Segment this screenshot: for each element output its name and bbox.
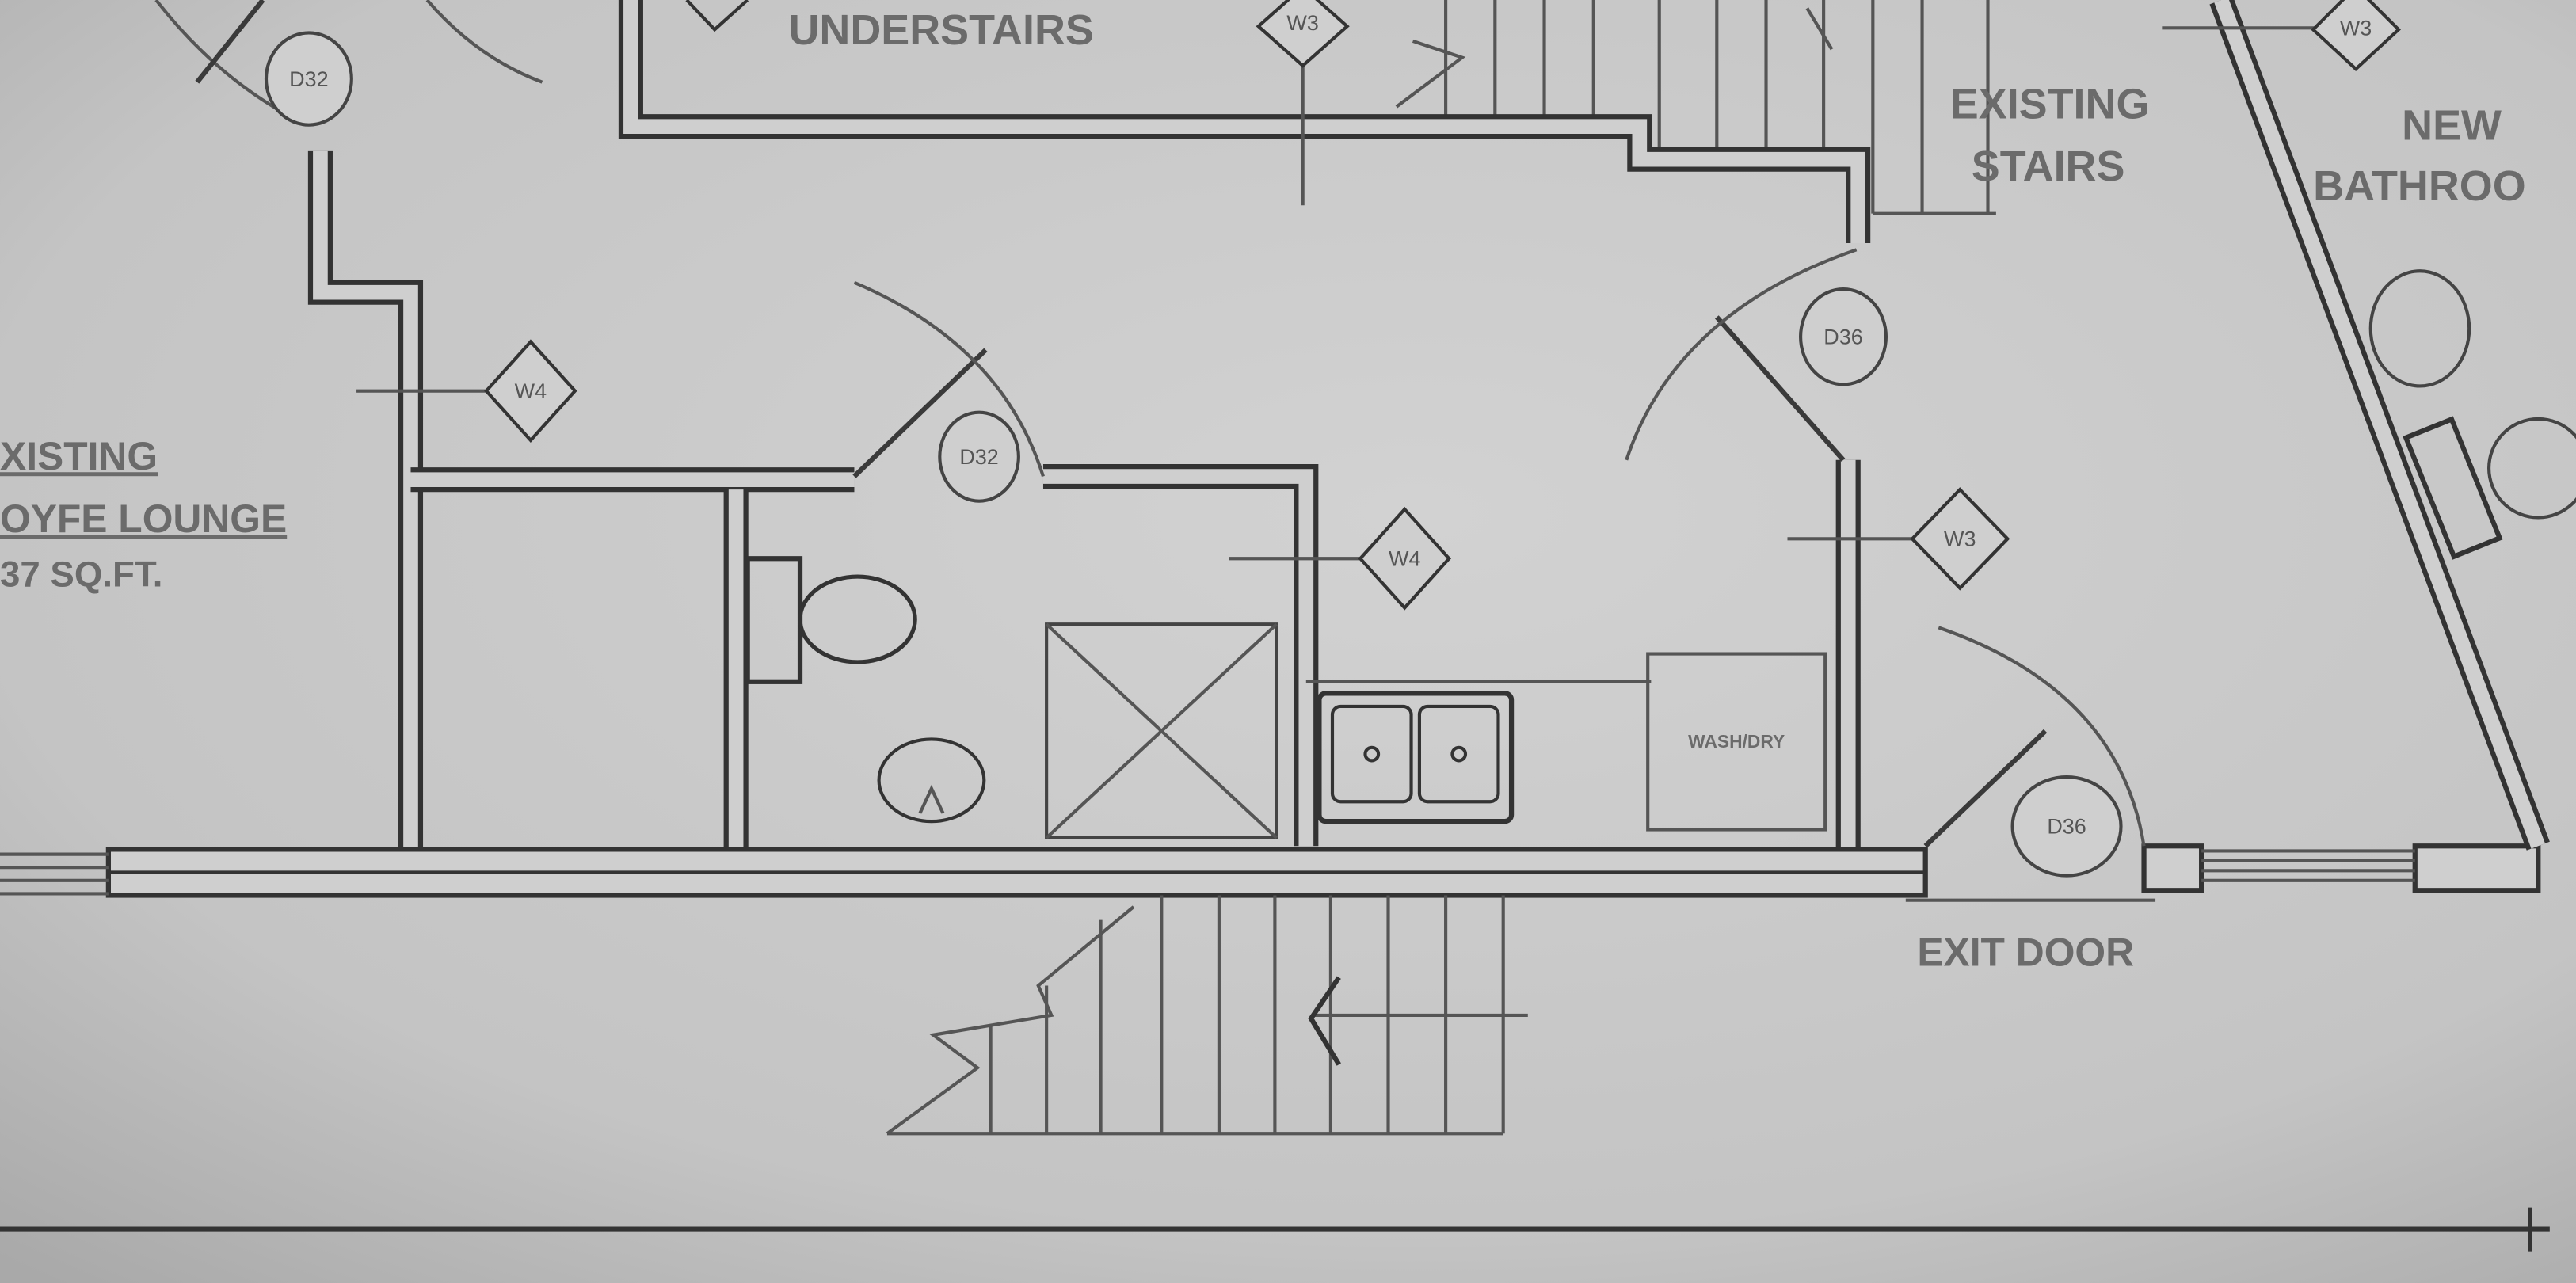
dimension-line xyxy=(0,1207,2550,1252)
bathroom-sink xyxy=(877,737,986,824)
svg-text:D36: D36 xyxy=(1823,325,1862,348)
existing-stairs-label-line1: EXISTING xyxy=(1950,80,2150,128)
lounge-label-line2: OYFE LOUNGE xyxy=(0,497,287,541)
upper-stairs xyxy=(1395,0,1996,215)
window-tag-w4-left: W4 xyxy=(356,339,577,444)
toilet xyxy=(745,556,917,684)
window-tag-w3-topright: W3 xyxy=(2162,0,2402,71)
svg-text:D32: D32 xyxy=(289,67,328,91)
existing-stairs-label-line2: STAIRS xyxy=(1972,143,2125,190)
window-glazing xyxy=(0,849,2415,896)
window-tag-understairs-marker xyxy=(685,0,749,32)
lounge-area-label: 37 SQ.FT. xyxy=(0,554,162,595)
door-tag-d36-exit: D36 xyxy=(2010,775,2123,878)
svg-text:W4: W4 xyxy=(515,379,547,403)
window-tag-w3-right: W3 xyxy=(1787,487,2010,591)
svg-text:W4: W4 xyxy=(1389,546,1420,570)
shower xyxy=(1045,622,1278,839)
svg-text:W3: W3 xyxy=(1286,11,1318,35)
svg-text:W3: W3 xyxy=(1944,527,1976,551)
lounge-label-line1: XISTING xyxy=(0,434,158,478)
new-bathroom-label-line1: NEW xyxy=(2402,101,2502,149)
door-tag-d32-bath: D32 xyxy=(938,410,1020,503)
window-tag-w4-mid: W4 xyxy=(1229,506,1452,611)
svg-text:D36: D36 xyxy=(2047,815,2086,839)
double-kitchen-sink xyxy=(1317,691,1515,824)
top-left-door-swings xyxy=(154,0,543,117)
door-tag-d32-top: D32 xyxy=(264,31,353,127)
walls xyxy=(105,0,2550,898)
svg-text:D32: D32 xyxy=(959,445,998,469)
stair-direction-arrow-icon xyxy=(1308,976,1341,1066)
door-d36-upper-swing xyxy=(1625,248,1858,462)
new-bathroom-fixtures xyxy=(2368,269,2576,560)
new-bathroom-label-line2: BATHROO xyxy=(2313,162,2525,210)
door-d36-exit-swing xyxy=(1905,626,2156,902)
exit-door-label: EXIT DOOR xyxy=(1917,931,2134,975)
svg-text:W3: W3 xyxy=(2340,16,2372,40)
door-d32-swing xyxy=(852,280,1045,478)
wash-dry-label: WASH/DRY xyxy=(1688,731,1785,752)
understairs-label: UNDERSTAIRS xyxy=(789,6,1094,54)
washer-dryer: WASH/DRY xyxy=(1646,652,1827,832)
door-tag-d36-upper: D36 xyxy=(1799,287,1888,386)
lower-stairs xyxy=(886,895,1528,1136)
door-jamb xyxy=(2141,843,2204,893)
window-tag-w3-top: W3 xyxy=(1256,0,1350,206)
